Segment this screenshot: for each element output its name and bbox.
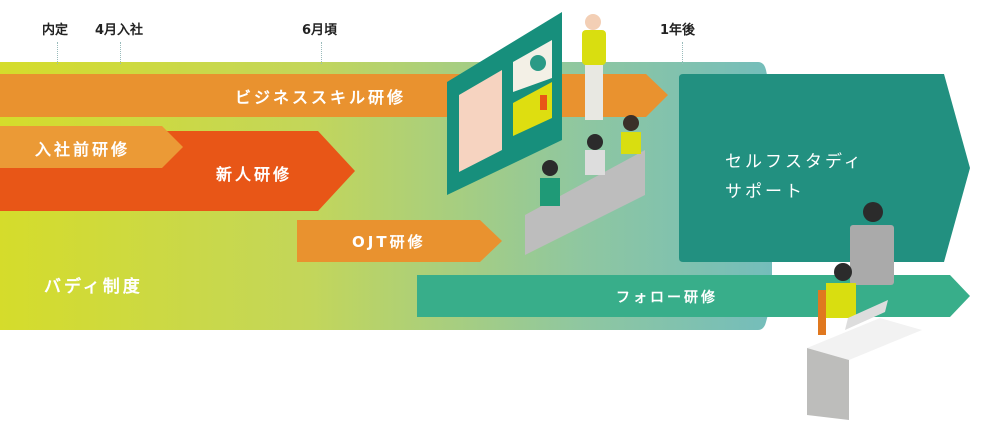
self-study-label-line2: サポート [725,182,805,202]
timeline-tick [682,42,683,64]
timeline-label-april-joining: 4月入社 [95,23,144,38]
timeline-label-june: 6月頃 [302,23,338,38]
timeline-tick [120,42,121,64]
desk-illustration [807,202,922,420]
new-employee-label: 新人研修 [216,165,293,184]
buddy-label: バディ制度 [44,277,143,297]
business-skill-label: ビジネススキル研修 [235,88,407,107]
follow-up-label: フォロー研修 [616,290,718,306]
pre-joining-arrow [0,126,183,168]
timeline-tick [57,42,58,64]
buddy-band [0,62,772,330]
pre-joining-label: 入社前研修 [35,140,131,159]
timeline-tick [321,42,322,64]
self-study-label-line1: セルフスタディ [725,152,864,172]
ojt-label: OJT研修 [352,233,426,251]
timeline-label-offer: 内定 [42,23,69,38]
self-study-arrow [679,74,970,262]
ojt-arrow [297,220,502,262]
presenter-illustration [582,14,606,120]
timeline-label-one-year: 1年後 [660,23,696,38]
audience-illustration [525,115,645,255]
presentation-board-illustration [447,12,562,195]
